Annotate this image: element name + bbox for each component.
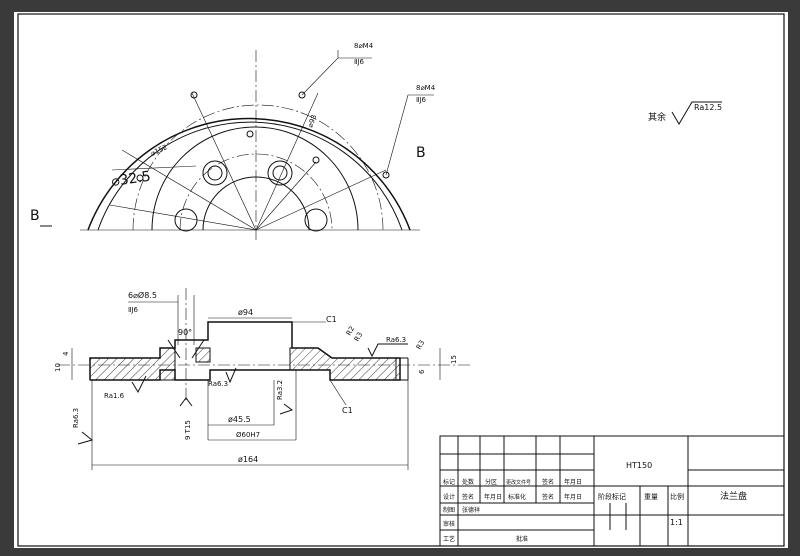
section-letter-left: B <box>30 208 40 224</box>
bolt-hole-inner <box>272 165 288 181</box>
outer-rim-outer <box>87 117 411 231</box>
title-weight-label: 重量 <box>644 493 658 501</box>
roughness-symbol <box>279 403 294 415</box>
step-circle <box>151 126 359 231</box>
title-cell: 签名 <box>542 493 554 501</box>
title-cell: 工艺 <box>443 535 455 543</box>
dim-angle-90: 90° <box>178 328 192 337</box>
title-scale-value: 1:1 <box>670 518 683 527</box>
section-view: ø94 6⌀Ø8.5 ⅡJ6 90° C1 R2 R3 Ra6.3 R3 4 1… <box>54 288 470 470</box>
section-outline <box>89 321 401 381</box>
title-cell: 标记 <box>443 478 455 486</box>
bolt-circle-outer <box>132 104 384 231</box>
bolt-circle-inner <box>179 153 333 231</box>
dim-holes-outer: 8⌀M4 <box>354 42 374 50</box>
title-cell: 审核 <box>443 520 455 528</box>
bolt-hole-inner <box>207 165 223 181</box>
title-cell: 更改文件号 <box>506 479 531 486</box>
leader-c1-bottom <box>329 379 347 406</box>
radial-line <box>109 204 257 231</box>
top-view: 8⌀M4 ⅡJ6 8⌀M4 ⅡJ6 ⌀98 ⌀152 ⌀32.5 B B <box>30 42 436 240</box>
roughness-symbol <box>671 101 722 125</box>
dim-section-holes-depth: ⅡJ6 <box>128 306 139 314</box>
dim-c1-top: C1 <box>326 315 337 324</box>
bolt-hole <box>202 160 228 186</box>
roughness-symbol <box>225 367 237 384</box>
paper-sheet <box>14 12 788 548</box>
title-cell: 标准化 <box>508 493 526 501</box>
dim-9t15: 9 T15 <box>184 420 192 440</box>
drawing-border <box>17 13 785 547</box>
dim-c1-bottom: C1 <box>342 406 353 415</box>
roughness-symbol <box>367 343 408 358</box>
title-part-name: 法兰盘 <box>720 490 747 502</box>
dim-ra63-mid: Ra6.3 <box>208 380 228 388</box>
dim-d164: ø164 <box>238 455 258 464</box>
title-cell: 批准 <box>516 535 528 543</box>
dim-holes-mid-depth: ⅡJ6 <box>416 96 427 104</box>
dim-ra32: Ra3.2 <box>276 380 284 400</box>
bolt-hole <box>174 208 198 232</box>
title-cell: 张德祥 <box>462 506 480 514</box>
bolt-hole <box>267 160 293 186</box>
dim-d60h7: Ø60H7 <box>236 431 260 439</box>
radial-line <box>255 161 317 231</box>
radial-line <box>255 169 387 231</box>
roughness-symbol <box>179 397 193 407</box>
leader-mid-holes <box>385 94 409 176</box>
title-cell: 设计 <box>443 493 455 501</box>
roughness-symbol <box>131 375 147 394</box>
title-cell: 分区 <box>485 478 497 486</box>
tapped-hole <box>246 130 254 138</box>
bolt-hole <box>304 208 328 232</box>
tapped-hole <box>136 174 144 182</box>
dim-4: 4 <box>62 351 70 356</box>
radial-line <box>121 149 257 231</box>
dim-section-holes: 6⌀Ø8.5 <box>128 290 157 300</box>
radial-line <box>255 92 319 231</box>
dim-d455: ø45.5 <box>228 415 251 424</box>
roughness-note-prefix: 其余 <box>648 111 666 123</box>
title-cell: 签名 <box>542 478 554 486</box>
dim-r3-right: R3 <box>415 339 427 351</box>
section-letter-right: B <box>416 145 426 161</box>
title-material: HT150 <box>626 461 652 470</box>
tapped-hole <box>190 91 198 99</box>
title-cell: 签名 <box>462 493 474 501</box>
dim-r3: R3 <box>353 331 365 343</box>
title-cell: 处数 <box>462 478 474 486</box>
title-cell: 年月日 <box>484 493 502 501</box>
dim-d94: ø94 <box>238 308 253 317</box>
dim-holes-outer-depth: ⅡJ6 <box>354 58 365 66</box>
tapped-hole <box>298 91 306 99</box>
dim-ra16: Ra1.6 <box>104 392 125 400</box>
radial-line <box>191 92 257 231</box>
dim-d325: ⌀32.5 <box>110 169 151 190</box>
dim-ra63-left: Ra6.3 <box>72 408 80 428</box>
dim-holes-mid: 8⌀M4 <box>416 84 436 92</box>
title-cell: 年月日 <box>564 493 582 501</box>
outer-rim-inner <box>97 121 403 231</box>
dim-15: 15 <box>450 355 458 364</box>
leader-d325 <box>111 165 197 171</box>
title-cell: 制图 <box>443 506 455 514</box>
roughness-note: 其余 Ra12.5 <box>648 101 722 125</box>
section-hatch-hub-left <box>195 347 211 363</box>
roughness-note-value: Ra12.5 <box>694 103 722 112</box>
countersink-line <box>191 339 205 359</box>
dim-10: 10 <box>54 363 62 372</box>
title-scale-label: 比例 <box>670 492 684 501</box>
title-stage-label: 阶段标记 <box>598 492 626 501</box>
dim-chamfer-r2: R2 <box>345 325 357 337</box>
tapped-hole <box>382 171 390 179</box>
tapped-hole <box>312 156 320 164</box>
title-block-frame <box>439 435 785 547</box>
title-cell: 年月日 <box>564 478 582 486</box>
countersink-line <box>167 339 181 359</box>
dim-ra63-top: Ra6.3 <box>386 336 406 344</box>
dim-6: 6 <box>418 369 426 374</box>
title-block: HT150 法兰盘 标记 处数 分区 更改文件号 签名 年月日 设计 签名 年月… <box>439 435 785 547</box>
